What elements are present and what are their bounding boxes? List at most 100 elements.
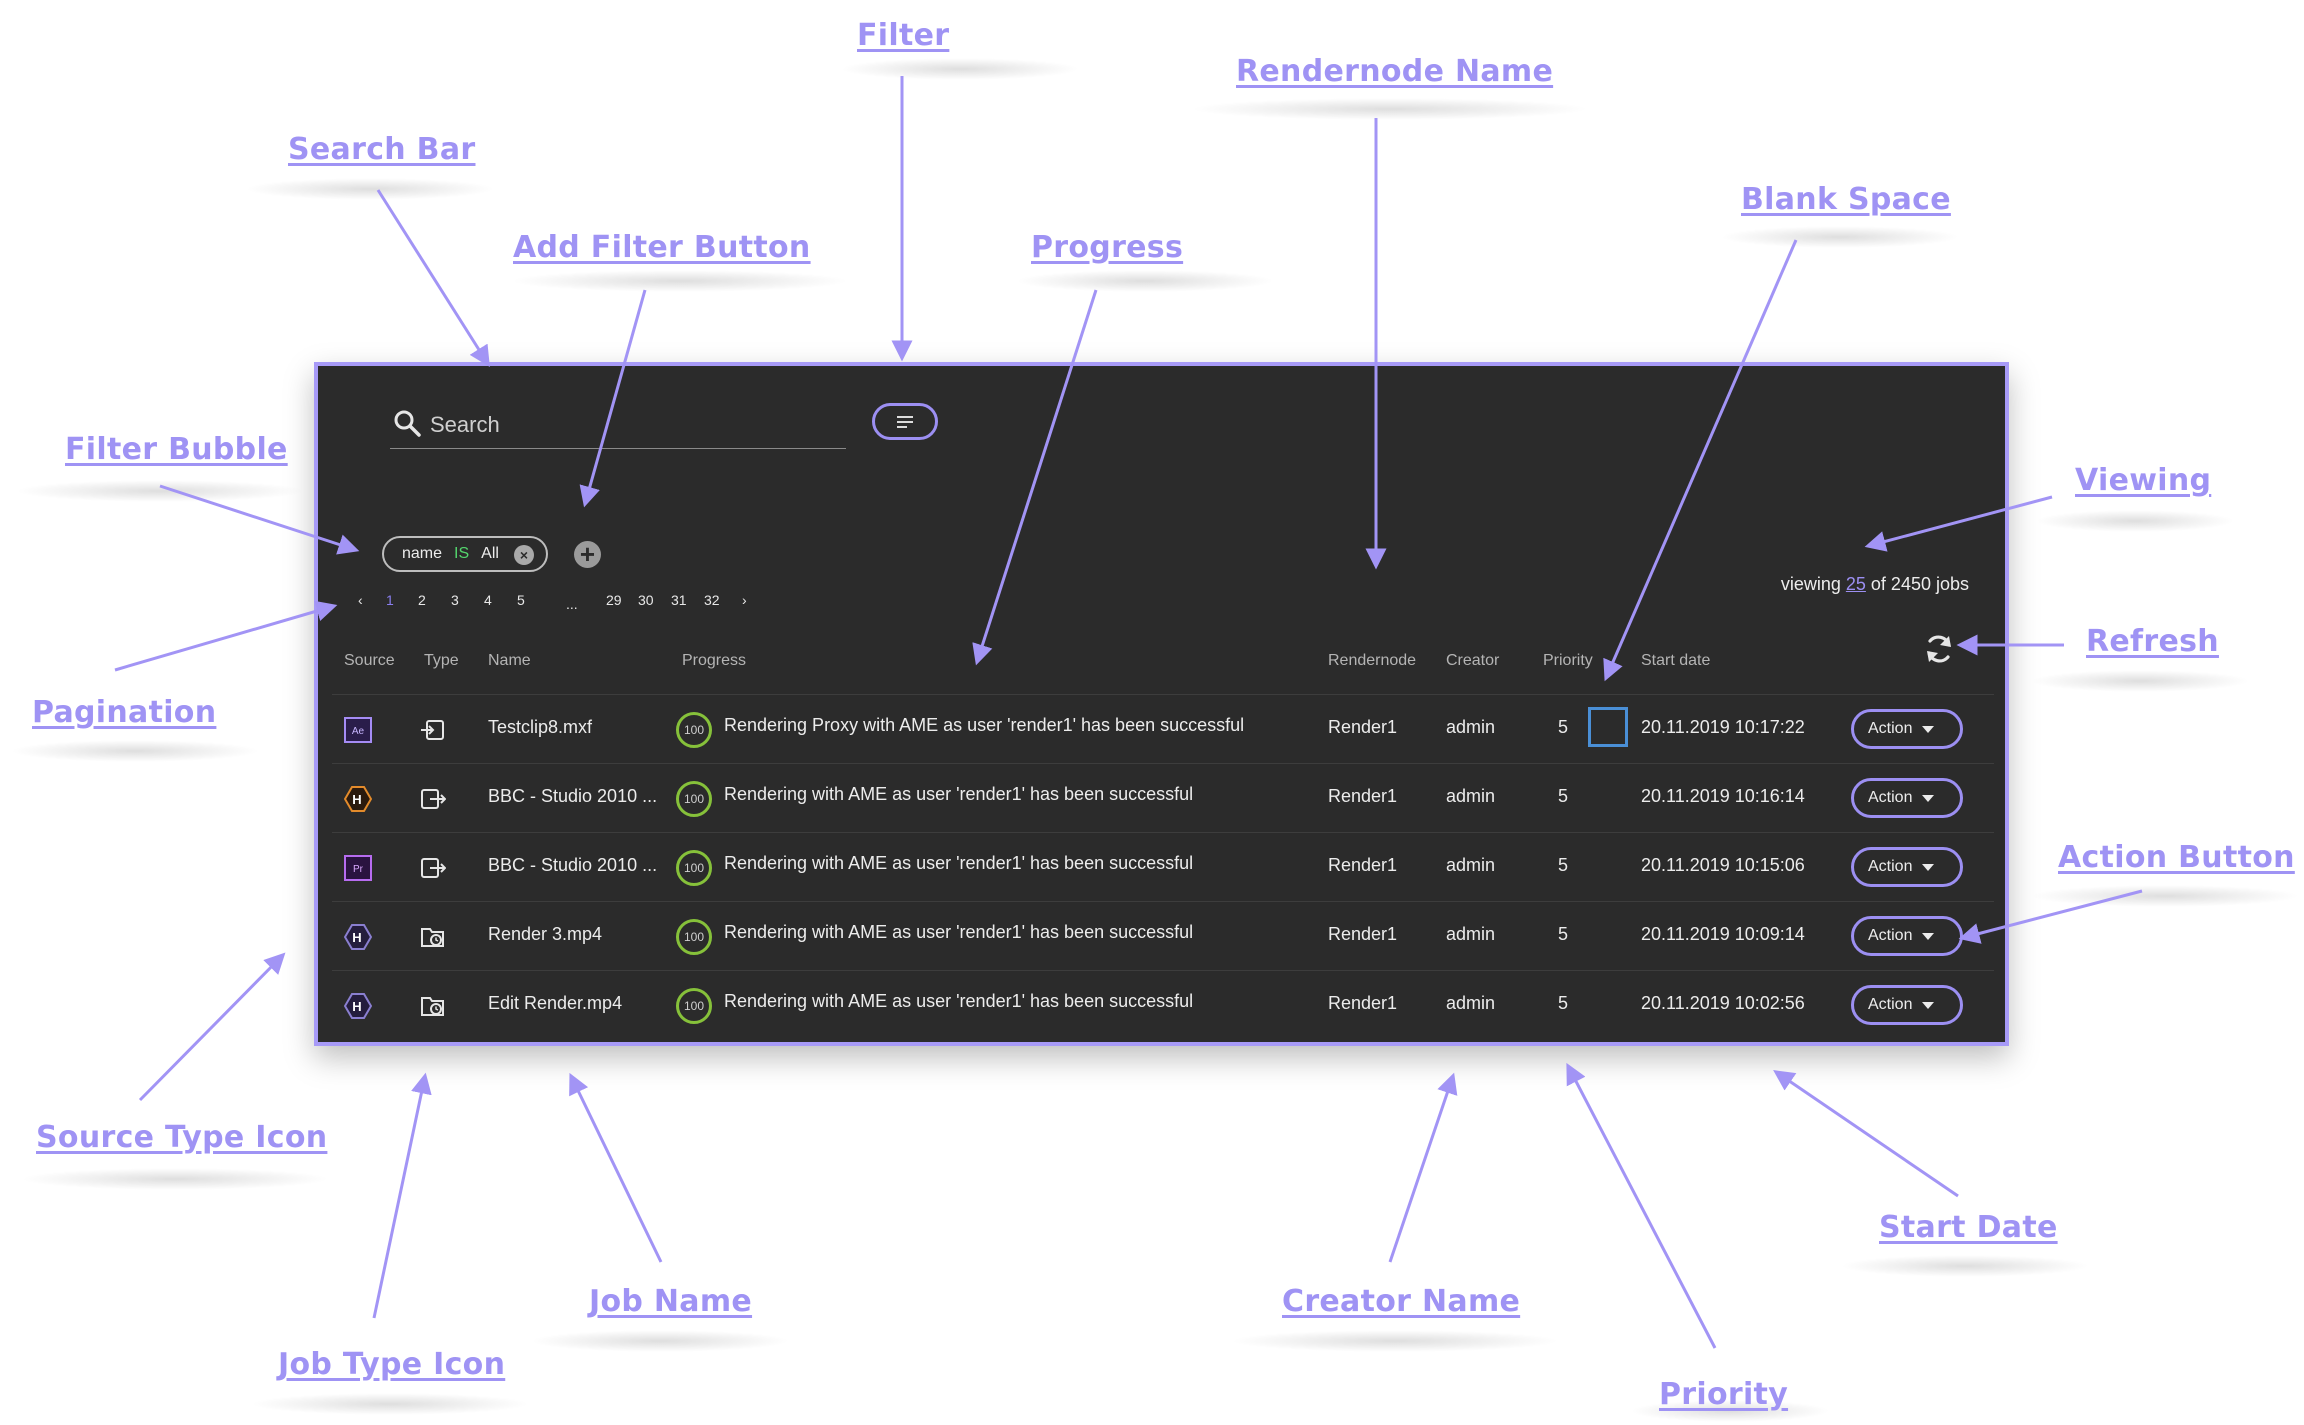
viewing-count-link[interactable]: 25 xyxy=(1845,574,1866,594)
action-button[interactable]: Action xyxy=(1851,709,1963,749)
progress-message: Rendering Proxy with AME as user 'render… xyxy=(724,715,1245,735)
job-name[interactable]: BBC - Studio 2010 ... xyxy=(488,786,658,806)
priority-value: 5 xyxy=(1558,786,1569,806)
table-row[interactable]: H Render 3.mp4 100 Rendering with AME as… xyxy=(332,901,1994,971)
refresh-icon[interactable] xyxy=(1922,632,1956,666)
rendernode-name: Render1 xyxy=(1328,924,1398,944)
page-link[interactable]: 31 xyxy=(671,592,687,608)
progress-ring: 100 xyxy=(676,919,712,955)
filter-button[interactable] xyxy=(872,403,938,440)
header-name: Name xyxy=(488,652,531,669)
pagination-next[interactable]: › xyxy=(742,592,747,608)
action-button[interactable]: Action xyxy=(1851,847,1963,887)
start-date: 20.11.2019 10:02:56 xyxy=(1641,993,1805,1013)
svg-text:H: H xyxy=(352,999,361,1014)
table-row[interactable]: Pr BBC - Studio 2010 ... 100 Rendering w… xyxy=(332,832,1994,902)
page-link[interactable]: 32 xyxy=(704,592,720,608)
rendernode-name: Render1 xyxy=(1328,717,1398,737)
annotation-refresh: Refresh xyxy=(2086,624,2219,659)
progress-message: Rendering with AME as user 'render1' has… xyxy=(724,784,1194,804)
progress-ring: 100 xyxy=(676,850,712,886)
arrow-priority xyxy=(1566,1062,1717,1349)
page-link[interactable]: 29 xyxy=(606,592,622,608)
action-button[interactable]: Action xyxy=(1851,916,1963,956)
page-link[interactable]: 30 xyxy=(638,592,654,608)
export-icon xyxy=(421,858,446,878)
arrow-creator-name xyxy=(1388,1072,1458,1263)
annotation-start-date: Start Date xyxy=(1879,1210,2058,1245)
annotation-viewing: Viewing xyxy=(2075,463,2212,498)
annotation-rendernode-name: Rendernode Name xyxy=(1236,54,1554,89)
job-name[interactable]: Edit Render.mp4 xyxy=(488,993,623,1013)
annotation-action-button: Action Button xyxy=(2058,840,2295,875)
header-type: Type xyxy=(424,652,459,669)
pagination-ellipsis: ... xyxy=(566,596,578,612)
header-source: Source xyxy=(344,652,395,669)
page-link[interactable]: 4 xyxy=(484,592,492,608)
header-start-date: Start date xyxy=(1641,652,1711,669)
table-row[interactable]: H Edit Render.mp4 100 Rendering with AME… xyxy=(332,970,1994,1040)
annotation-blank-space: Blank Space xyxy=(1741,182,1951,217)
caret-down-icon xyxy=(1922,933,1934,940)
start-date: 20.11.2019 10:17:22 xyxy=(1641,717,1805,737)
svg-text:Ae: Ae xyxy=(352,726,365,737)
job-name[interactable]: Render 3.mp4 xyxy=(488,924,603,944)
arrow-start-date xyxy=(1773,1070,1959,1198)
hive-purple-icon: H xyxy=(344,993,372,1019)
remove-filter-icon[interactable]: × xyxy=(514,545,534,565)
job-name[interactable]: BBC - Studio 2010 ... xyxy=(488,855,658,875)
add-filter-button[interactable]: + xyxy=(574,541,601,568)
creator-name: admin xyxy=(1446,993,1496,1013)
annotation-pagination: Pagination xyxy=(32,695,217,730)
search-input[interactable]: Search xyxy=(430,412,500,437)
scheduled-folder-icon xyxy=(421,997,444,1016)
page-link[interactable]: 5 xyxy=(517,592,525,608)
annotation-job-type-icon: Job Type Icon xyxy=(278,1347,506,1382)
rendernode-name: Render1 xyxy=(1328,993,1398,1013)
search-icon xyxy=(394,410,421,437)
arrow-pagination xyxy=(114,600,338,672)
priority-value: 5 xyxy=(1558,855,1569,875)
progress-ring: 100 xyxy=(676,712,712,748)
creator-name: admin xyxy=(1446,717,1496,737)
annotation-filter-bubble: Filter Bubble xyxy=(65,432,288,467)
svg-text:H: H xyxy=(352,792,361,807)
arrow-source-type-icon xyxy=(138,952,286,1102)
action-button[interactable]: Action xyxy=(1851,778,1963,818)
start-date: 20.11.2019 10:16:14 xyxy=(1641,786,1805,806)
page-link[interactable]: 3 xyxy=(451,592,459,608)
page-link[interactable]: 2 xyxy=(418,592,426,608)
priority-value: 5 xyxy=(1558,993,1569,1013)
caret-down-icon xyxy=(1922,1002,1934,1009)
rendernode-name: Render1 xyxy=(1328,855,1398,875)
export-icon xyxy=(421,789,446,809)
start-date: 20.11.2019 10:15:06 xyxy=(1641,855,1805,875)
filter-operator: IS xyxy=(454,545,470,562)
filter-value: All xyxy=(481,545,499,562)
header-rendernode: Rendernode xyxy=(1328,652,1417,669)
table-row[interactable]: H BBC - Studio 2010 ... 100 Rendering wi… xyxy=(332,763,1994,833)
caret-down-icon xyxy=(1922,795,1934,802)
job-name[interactable]: Testclip8.mxf xyxy=(488,717,593,737)
annotation-filter: Filter xyxy=(857,18,950,53)
page-link[interactable]: 1 xyxy=(386,592,394,608)
progress-message: Rendering with AME as user 'render1' has… xyxy=(724,922,1194,942)
arrow-search-bar xyxy=(376,189,490,367)
blank-space xyxy=(1588,707,1628,747)
annotation-search-bar: Search Bar xyxy=(288,132,476,167)
pagination-prev[interactable]: ‹ xyxy=(358,592,363,608)
filter-bubble[interactable]: name IS All × xyxy=(382,536,548,572)
priority-value: 5 xyxy=(1558,924,1569,944)
hive-orange-icon: H xyxy=(344,786,372,812)
table-row[interactable]: Ae Testclip8.mxf 100 Rendering Proxy wit… xyxy=(332,694,1994,764)
annotation-job-name: Job Name xyxy=(589,1284,753,1319)
action-button[interactable]: Action xyxy=(1851,985,1963,1025)
search-bar[interactable]: Search xyxy=(390,398,846,449)
progress-message: Rendering with AME as user 'render1' has… xyxy=(724,991,1194,1011)
annotation-priority: Priority xyxy=(1659,1377,1789,1412)
header-progress: Progress xyxy=(682,652,747,669)
start-date: 20.11.2019 10:09:14 xyxy=(1641,924,1805,944)
creator-name: admin xyxy=(1446,855,1496,875)
premiere-icon: Pr xyxy=(344,855,372,881)
viewing-count: viewing 25 of 2450 jobs xyxy=(1780,574,1969,594)
